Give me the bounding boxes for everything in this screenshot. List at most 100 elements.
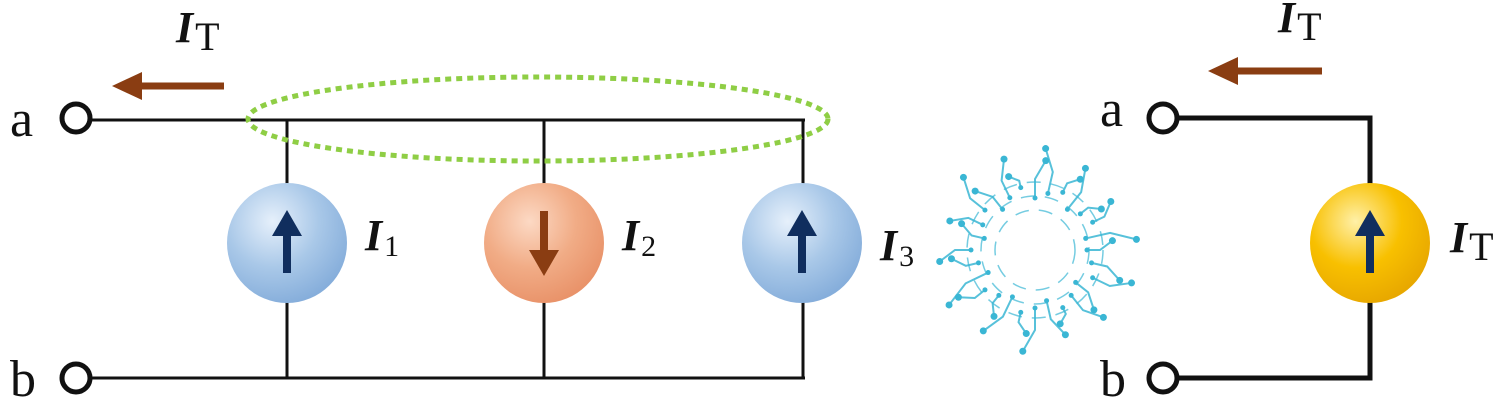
watermark-ring <box>980 195 1090 305</box>
watermark-ring <box>966 181 1104 319</box>
arrow-up-icon <box>272 210 302 236</box>
watermark-node <box>936 257 944 265</box>
watermark-node <box>990 312 998 320</box>
watermark-node <box>1000 155 1008 163</box>
arrow-up-icon <box>787 210 817 236</box>
watermark-trace <box>939 249 971 263</box>
watermark-trace <box>1034 160 1047 198</box>
watermark-node <box>982 207 988 213</box>
watermark-trace <box>958 289 986 300</box>
terminal-b-right-label: b <box>1100 351 1126 406</box>
node-highlight-ellipse <box>245 74 831 164</box>
watermark-trace <box>948 271 989 306</box>
watermark-node <box>1068 292 1074 298</box>
right-total-current-label: IT <box>1277 0 1322 49</box>
watermark-node <box>1005 173 1013 181</box>
watermark-node <box>1090 306 1098 314</box>
watermark-trace <box>1061 178 1081 193</box>
arrow-down-icon <box>529 250 559 276</box>
watermark-trace <box>949 216 984 226</box>
current-source-2-label: I2 <box>621 211 656 263</box>
watermark-node <box>1060 189 1066 195</box>
arrow-up-icon <box>1355 210 1385 236</box>
watermark-trace <box>962 177 986 211</box>
watermark-node <box>1022 330 1030 338</box>
watermark-node <box>980 222 986 228</box>
current-source-2 <box>484 183 604 303</box>
terminal-b-left-label: b <box>10 351 36 406</box>
watermark-node <box>1097 205 1105 213</box>
watermark-ring <box>994 209 1076 291</box>
watermark-trace <box>1092 276 1132 288</box>
watermark-node <box>1007 195 1013 201</box>
terminal-b-right <box>1146 361 1180 395</box>
watermark-node <box>1061 331 1069 339</box>
watermark-node <box>975 260 981 266</box>
circuit-ring-icon <box>936 145 1140 355</box>
watermark-trace <box>1066 168 1087 210</box>
watermark-trace <box>1085 231 1137 241</box>
watermark-node <box>1116 276 1124 284</box>
total-current-source-label: IT <box>1449 213 1494 269</box>
terminal-b-left <box>59 361 93 395</box>
right-total-current-arrow <box>1208 57 1322 85</box>
watermark-node <box>971 187 979 195</box>
left-total-current-label: IT <box>175 3 220 59</box>
watermark-trace <box>1021 308 1036 352</box>
watermark-node <box>968 247 974 253</box>
watermark-trace <box>1045 300 1067 336</box>
current-source-1 <box>227 183 347 303</box>
watermark-node <box>1132 235 1140 243</box>
watermark-trace <box>1075 281 1095 311</box>
watermark-trace <box>951 257 979 267</box>
watermark-node <box>1032 305 1038 311</box>
terminal-a-left-label: a <box>10 91 33 148</box>
watermark-node <box>1107 198 1115 206</box>
watermark-node <box>1044 298 1050 304</box>
watermark-node <box>979 327 987 335</box>
left-total-current-arrow <box>112 72 224 100</box>
total-current-source <box>1310 183 1430 303</box>
watermark-node <box>1077 211 1083 217</box>
watermark-node <box>1045 190 1051 196</box>
watermark-node <box>1089 260 1095 266</box>
watermark-trace <box>1091 261 1121 282</box>
watermark-node <box>1042 157 1050 165</box>
watermark-node <box>958 220 966 228</box>
watermark-node <box>959 173 967 181</box>
watermark-node <box>1108 237 1116 245</box>
current-source-3-label: I3 <box>879 221 914 273</box>
watermark-trace <box>982 296 1014 332</box>
watermark-trace <box>1087 239 1114 251</box>
terminal-a-right-label: a <box>1100 81 1123 138</box>
watermark-node <box>947 255 955 263</box>
terminal-a-left <box>59 101 93 135</box>
watermark-node <box>1128 279 1136 287</box>
watermark-node <box>1042 145 1050 153</box>
watermark-node <box>1081 164 1089 172</box>
watermark-node <box>982 287 988 293</box>
watermark-trace <box>1000 159 1011 199</box>
watermark-node <box>1090 275 1096 281</box>
watermark-trace <box>1044 148 1054 194</box>
watermark-node <box>945 301 953 309</box>
watermark-node <box>1019 347 1027 355</box>
current-source-3 <box>742 183 862 303</box>
watermark-trace <box>1070 294 1104 319</box>
watermark-node <box>1076 175 1084 183</box>
watermark-node <box>1056 320 1064 328</box>
watermark-node <box>981 235 987 241</box>
watermark-node <box>1018 309 1024 315</box>
watermark-node <box>1018 185 1024 191</box>
terminal-a-right <box>1146 101 1180 135</box>
watermark-trace <box>1079 206 1102 215</box>
watermark-node <box>1060 305 1066 311</box>
watermark-trace <box>960 223 985 240</box>
watermark-node <box>996 292 1002 298</box>
watermark-node <box>1099 313 1107 321</box>
watermark-node <box>1090 219 1096 225</box>
watermark-node <box>946 217 954 225</box>
current-source-1-label: I1 <box>364 211 399 263</box>
